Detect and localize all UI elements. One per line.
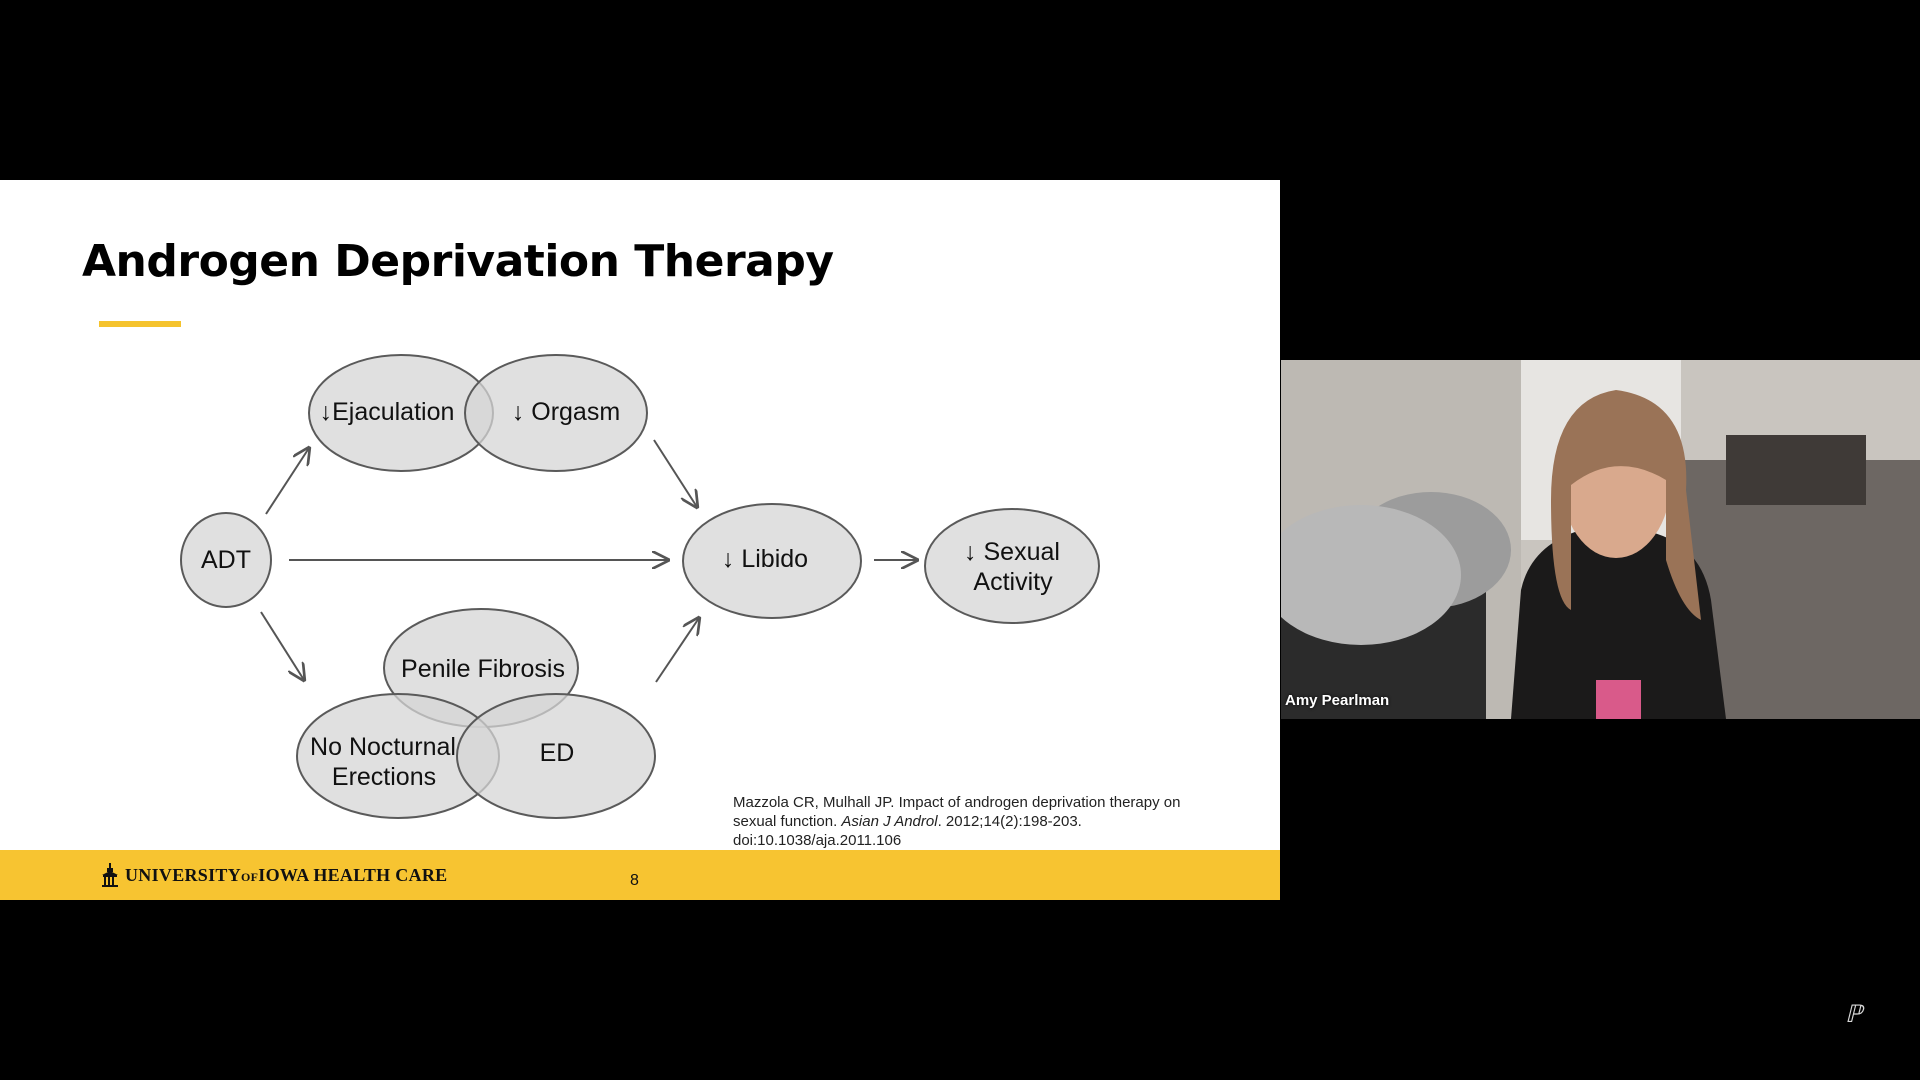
citation-line-2: sexual function. Asian J Androl. 2012;14… bbox=[733, 812, 1233, 831]
ed-node bbox=[456, 693, 656, 819]
platform-brand-icon: ℙ bbox=[1845, 1002, 1862, 1028]
no-nocturnal-label-line2: Erections bbox=[332, 763, 436, 791]
university-logo: UniversityofIowa Health Care bbox=[101, 861, 447, 889]
libido-node bbox=[682, 503, 862, 619]
citation-journal: Asian J Androl bbox=[841, 813, 938, 830]
arrow-orgasm-to-libido bbox=[653, 439, 697, 507]
arrow-adt-to-ejaculation bbox=[265, 448, 309, 515]
logo-text: UniversityofIowa Health Care bbox=[125, 865, 447, 886]
slide-footer-band bbox=[0, 850, 1280, 900]
participant-name-label: Amy Pearlman bbox=[1285, 692, 1390, 709]
no-nocturnal-label-line1: No Nocturnal bbox=[310, 733, 456, 761]
sexual-activity-label-line2: Activity bbox=[973, 568, 1053, 596]
libido-label: ↓ Libido bbox=[722, 545, 808, 573]
slide-title: Androgen Deprivation Therapy bbox=[82, 236, 834, 287]
penile-fibrosis-label: Penile Fibrosis bbox=[401, 655, 565, 683]
slide-page-number: 8 bbox=[630, 872, 639, 889]
ed-label: ED bbox=[540, 739, 575, 767]
sexual-activity-label-line1: ↓ Sexual bbox=[964, 538, 1060, 566]
orgasm-node bbox=[464, 354, 648, 472]
citation-line-2-prefix: sexual function. bbox=[733, 813, 842, 830]
participant-video-tile[interactable] bbox=[1281, 360, 1920, 719]
title-accent-bar bbox=[99, 321, 181, 327]
logo-text-iowa-health-care: Iowa Health Care bbox=[258, 864, 448, 885]
citation-line-3: doi:10.1038/aja.2011.106 bbox=[733, 832, 902, 849]
arrow-adt-to-fibrosis bbox=[260, 611, 304, 680]
adt-label: ADT bbox=[201, 546, 251, 574]
ejaculation-label: ↓Ejaculation bbox=[320, 398, 455, 426]
participant-video-feed bbox=[1281, 360, 1920, 719]
old-capitol-building-icon bbox=[102, 863, 118, 887]
logo-text-of: of bbox=[241, 869, 259, 884]
citation-line-2-suffix: . 2012;14(2):198-203. bbox=[937, 813, 1082, 830]
arrow-ed-to-libido bbox=[655, 618, 699, 683]
sexual-activity-node bbox=[924, 508, 1100, 624]
logo-text-university: University bbox=[125, 864, 242, 885]
citation-line-1: Mazzola CR, Mulhall JP. Impact of androg… bbox=[733, 794, 1181, 811]
adt-node bbox=[180, 512, 272, 608]
citation: Mazzola CR, Mulhall JP. Impact of androg… bbox=[733, 793, 1233, 850]
orgasm-label: ↓ Orgasm bbox=[512, 398, 620, 426]
